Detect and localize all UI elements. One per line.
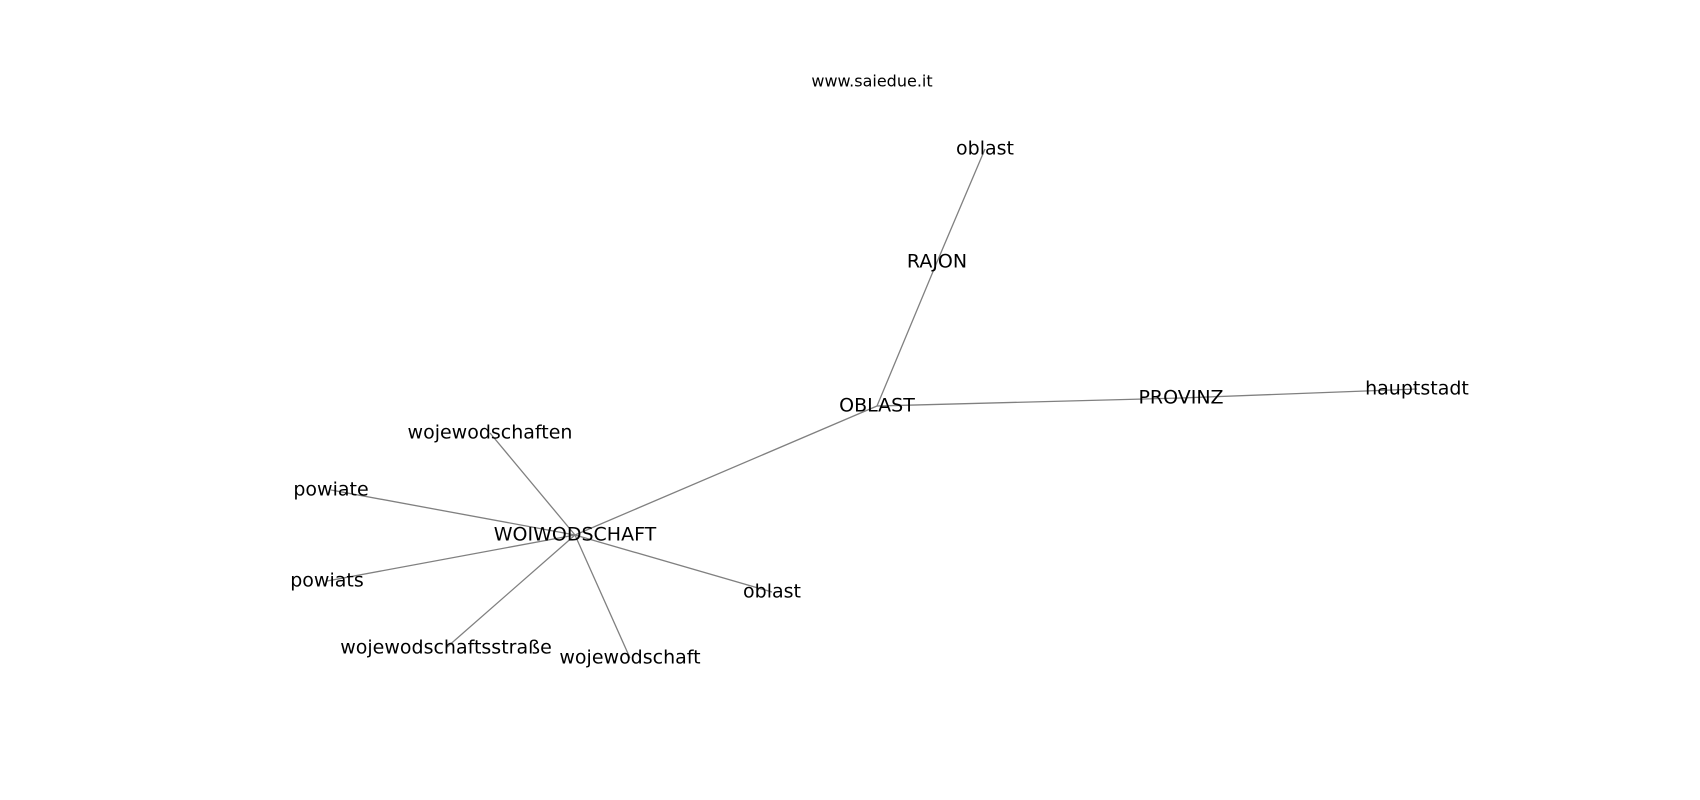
node-woiwodschaft: WOIWODSCHAFT [494, 524, 657, 546]
edge-woiwodschaft-oblast_lower [574, 534, 773, 593]
edge-oblast_upper-provinz [876, 397, 1182, 407]
edge-woiwodschaft-wojewodschaft [574, 534, 631, 659]
watermark-text: www.saiedue.it [811, 72, 932, 91]
node-oblast_lower: oblast [743, 581, 801, 603]
node-wojewodschaft: wojewodschaft [559, 647, 700, 669]
edge-woiwodschaft-wojewodschaften [489, 432, 576, 536]
edges-layer [326, 148, 1418, 659]
edge-provinz-hauptstadt [1180, 388, 1418, 399]
edge-woiwodschaft-powiate [330, 489, 576, 536]
node-wojewodschaftsstrasse: wojewodschaftsstraße [340, 637, 552, 659]
edge-oblast_upper-rajon [876, 261, 938, 407]
node-oblast_top: oblast [956, 138, 1014, 160]
edge-rajon-oblast_top [936, 148, 986, 263]
node-powiats: powiats [290, 570, 364, 592]
node-provinz: PROVINZ [1138, 387, 1223, 409]
edge-woiwodschaft-wojewodschaftsstrasse [445, 534, 576, 649]
edge-oblast_upper-woiwodschaft [574, 405, 878, 536]
edge-woiwodschaft-powiats [326, 534, 576, 582]
node-hauptstadt: hauptstadt [1365, 378, 1469, 400]
node-powiate: powiate [293, 479, 368, 501]
node-oblast_upper: OBLAST [839, 395, 915, 417]
node-wojewodschaften: wojewodschaften [408, 422, 573, 444]
node-rajon: RAJON [907, 251, 967, 273]
